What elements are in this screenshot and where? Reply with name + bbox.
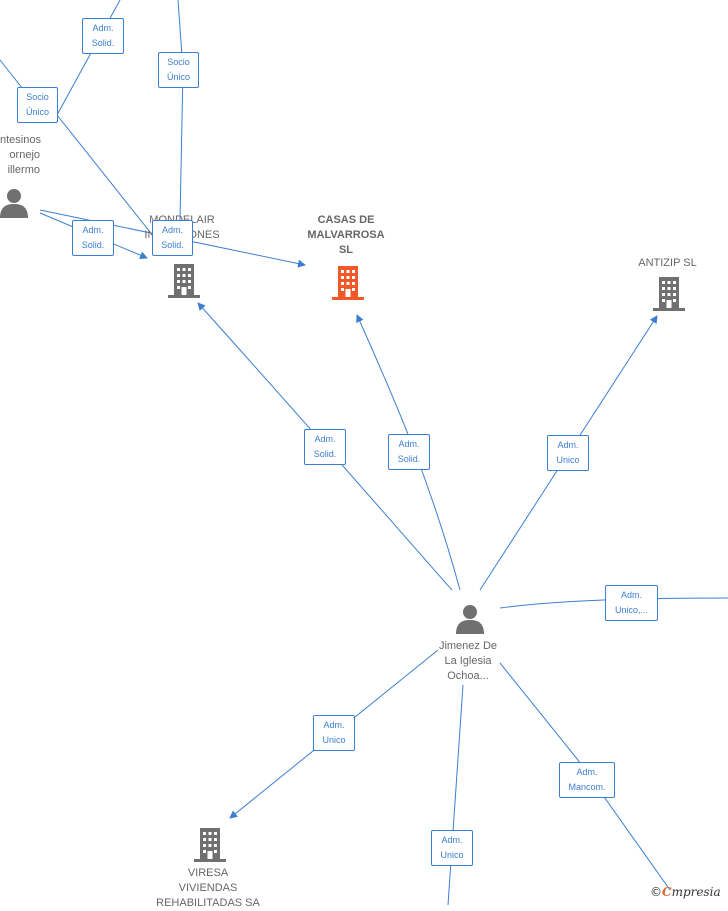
edge-line xyxy=(447,684,464,905)
brand-name: mpresia xyxy=(671,885,721,899)
person-icon[interactable] xyxy=(0,188,28,218)
building-icon[interactable] xyxy=(168,264,200,298)
edge-label[interactable]: Adm. Solid. xyxy=(388,434,430,470)
building-icon[interactable] xyxy=(653,277,685,311)
edge-label[interactable]: Socio Único xyxy=(17,87,58,123)
building-icon[interactable] xyxy=(332,266,364,300)
edge-line xyxy=(499,597,728,609)
edge-line xyxy=(177,0,184,221)
person-icon[interactable] xyxy=(456,604,484,634)
node-label-casas[interactable]: CASAS DE MALVARROSA SL xyxy=(307,214,385,256)
building-icon[interactable] xyxy=(194,828,226,862)
edge-label[interactable]: Adm. Solid. xyxy=(152,220,193,256)
edge-label[interactable]: Socio Único xyxy=(158,52,199,88)
edge-line xyxy=(197,302,453,591)
watermark: ©Cmpresia xyxy=(650,885,721,899)
edge-label[interactable]: Adm. Mancom. xyxy=(559,762,615,798)
node-label-antizip[interactable]: ANTIZIP SL xyxy=(638,257,697,269)
edge-label[interactable]: Adm. Solid. xyxy=(304,429,346,465)
node-label-jimenez[interactable]: Jimenez De La Iglesia Ochoa... xyxy=(438,640,498,682)
edge-label[interactable]: Adm. Unico xyxy=(431,830,473,866)
node-label-viresa[interactable]: VIRESA VIVIENDAS REHABILITADAS SA xyxy=(156,867,260,909)
edge-line xyxy=(499,662,671,891)
node-label-montesinos[interactable]: ntesinos ornejo illermo xyxy=(0,134,41,176)
copyright-symbol: © xyxy=(650,885,662,899)
edge-label[interactable]: Adm. Unico xyxy=(313,715,355,751)
edge-label[interactable]: Adm. Solid. xyxy=(82,18,124,54)
edge-label[interactable]: Adm. Unico,... xyxy=(605,585,658,621)
brand-initial: C xyxy=(662,885,672,899)
edge-label[interactable]: Adm. Solid. xyxy=(72,220,114,256)
edge-label[interactable]: Adm. Unico xyxy=(547,435,589,471)
